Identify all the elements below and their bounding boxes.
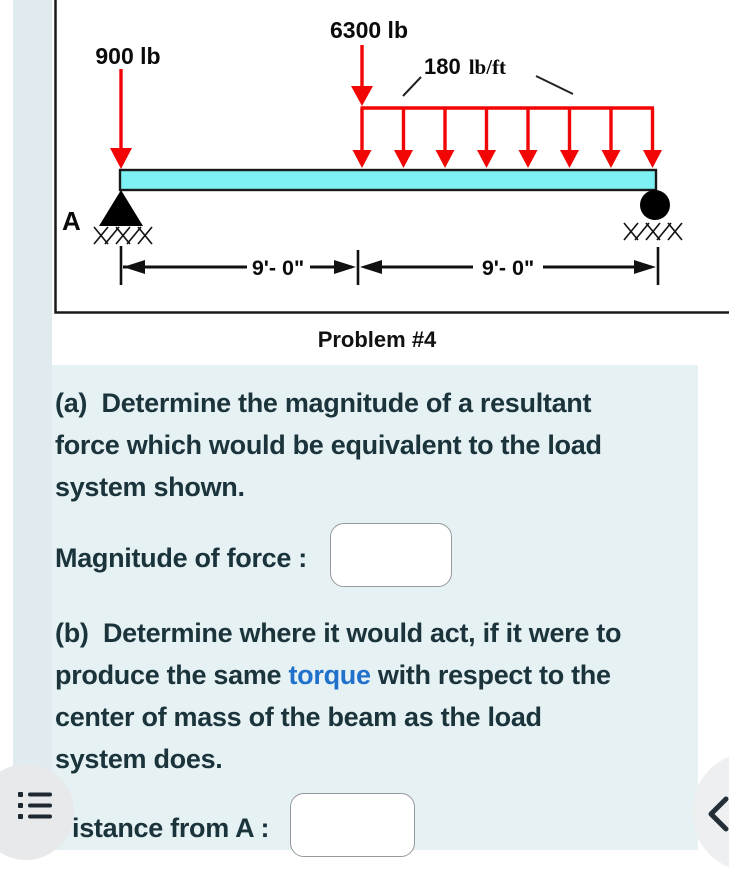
support-a-label: A xyxy=(62,206,81,236)
question-a-text: (a) Determine the magnitude of a resulta… xyxy=(55,382,602,508)
question-panel: (a) Determine the magnitude of a resulta… xyxy=(52,365,698,850)
torque-link[interactable]: torque xyxy=(288,660,370,690)
list-icon xyxy=(17,789,53,821)
question-b-line2-pre: produce the same xyxy=(55,660,288,690)
question-a-line: system shown. xyxy=(55,466,602,508)
magnitude-of-force-label: Magnitude of force : xyxy=(55,537,307,579)
question-b-line: (b) Determine where it would act, if it … xyxy=(55,612,621,654)
chevron-left-icon xyxy=(705,794,729,834)
dimension-left-label: 9'- 0" xyxy=(252,256,304,280)
magnitude-of-force-input[interactable] xyxy=(330,523,452,587)
question-b-line: system does. xyxy=(55,738,621,780)
question-b-line: produce the same torque with respect to … xyxy=(55,654,621,696)
figure-caption: Problem #4 xyxy=(54,314,700,365)
dimension-right-label: 9'- 0" xyxy=(482,256,534,280)
question-b-line: center of mass of the beam as the load xyxy=(55,696,621,738)
question-b-text: (b) Determine where it would act, if it … xyxy=(55,612,621,780)
distance-from-a-input[interactable] xyxy=(290,793,415,857)
point-load-6300-label: 6300 lb xyxy=(330,17,408,43)
question-a-line: (a) Determine the magnitude of a resulta… xyxy=(55,382,602,424)
point-load-900-label: 900 lb xyxy=(95,43,160,69)
distance-from-a-label: istance from A : xyxy=(72,807,269,849)
question-b-line2-post: with respect to the xyxy=(371,660,611,690)
beam xyxy=(120,170,656,190)
question-a-line: force which would be equivalent to the l… xyxy=(55,424,602,466)
